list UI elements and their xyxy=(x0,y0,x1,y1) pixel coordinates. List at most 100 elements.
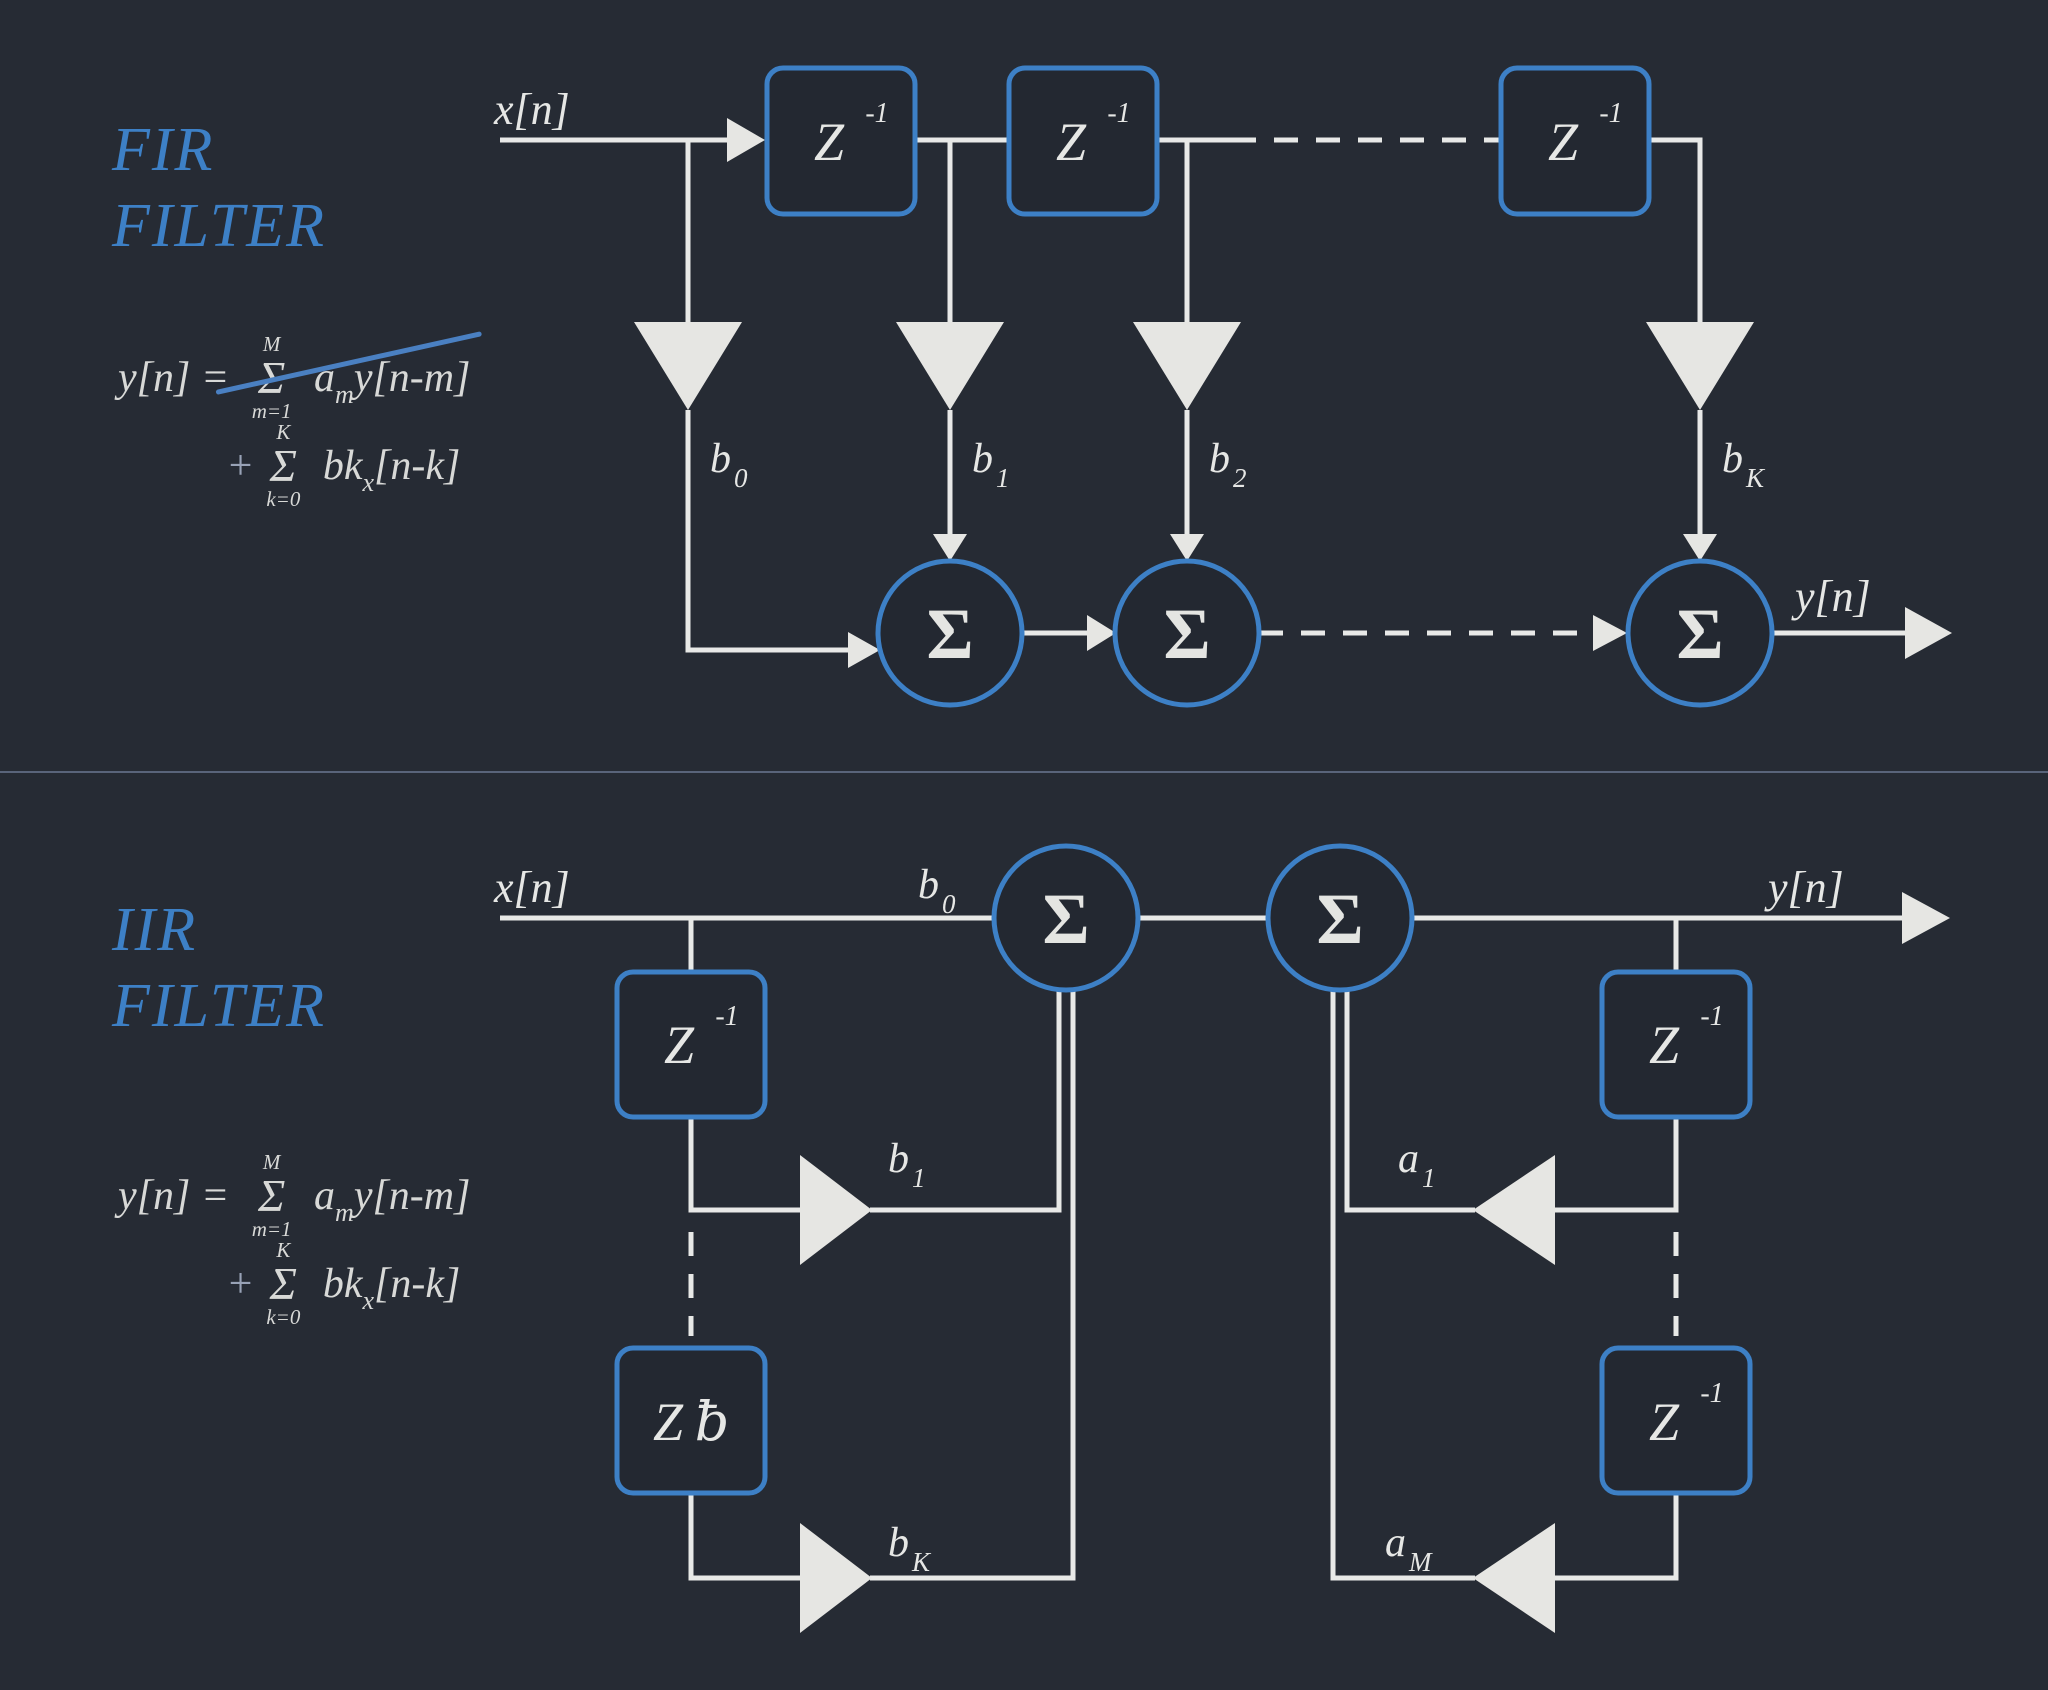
fir-delay-blocks: Z -1 Z -1 Z -1 xyxy=(764,65,1652,217)
summation-symbol: M Σ m=1 xyxy=(251,1150,292,1241)
svg-text:K: K xyxy=(1745,463,1766,493)
coeff-b0: b xyxy=(918,862,939,908)
zb-label: Z xyxy=(653,1392,684,1452)
formula-lhs: y[n] = xyxy=(118,1173,240,1219)
gain-b0-triangle xyxy=(634,322,742,410)
coeff-b1: b xyxy=(972,436,993,482)
formula-lhs: y[n] = xyxy=(118,355,240,401)
coeff-b0: b xyxy=(710,436,731,482)
formula-term: bkx[n-k] xyxy=(312,1261,461,1315)
formula-term: amy[n-m] xyxy=(303,1173,471,1227)
delay-block-left-2 xyxy=(614,1345,768,1496)
sigma-symbol: Σ xyxy=(1163,594,1210,674)
coeff-bK: b xyxy=(1722,436,1743,482)
delay-label: Z xyxy=(1649,1015,1680,1075)
iir-formula-line2: + K Σ k=0 bkx[n-k] xyxy=(226,1236,470,1332)
arrowhead-b2-into-sum2 xyxy=(1170,534,1204,561)
iir-formula-line1: y[n] = M Σ m=1 amy[n-m] xyxy=(118,1148,470,1244)
arrowhead-sum2-to-sum3 xyxy=(1593,615,1627,651)
fir-formula: y[n] = M Σ m=1 amy[n-m] + K Σ k=0 bkx[n-… xyxy=(118,330,483,514)
sum-node-1 xyxy=(991,843,1141,993)
arrowhead-sum1-to-sum2 xyxy=(1087,615,1116,651)
delay-label: Z xyxy=(664,1015,695,1075)
coeff-bK: b xyxy=(888,1520,909,1566)
sigma-symbol: Σ xyxy=(1316,879,1363,959)
iir-formula: y[n] = M Σ m=1 amy[n-m] + K Σ k=0 bkx[n-… xyxy=(118,1148,470,1332)
iir-gain-triangles xyxy=(800,1155,1555,1633)
iir-labels: x[n] y[n] b 0 b 1 b K a 1 a M xyxy=(493,862,1844,1577)
gain-b1-triangle xyxy=(800,1155,872,1265)
gain-b2-triangle xyxy=(1133,322,1241,410)
sigma-symbol: Σ xyxy=(1042,879,1089,959)
summation-symbol: K Σ k=0 xyxy=(266,420,301,511)
delay-exponent: -1 xyxy=(715,1001,738,1032)
svg-text:K: K xyxy=(911,1547,932,1577)
coeff-a1: a xyxy=(1398,1136,1419,1182)
sum-node-1 xyxy=(875,558,1025,708)
svg-text:2: 2 xyxy=(1233,463,1247,493)
iir-title-line1: IIR xyxy=(112,896,198,964)
arrowhead-b0-into-sum1 xyxy=(848,632,880,668)
fir-labels: x[n] y[n] b 0 b 1 b 2 b K xyxy=(493,85,1871,621)
plus-sign: + xyxy=(226,443,255,489)
svg-text:1: 1 xyxy=(996,463,1010,493)
delay-exponent: -1 xyxy=(1700,1001,1723,1032)
iir-input-label: x[n] xyxy=(493,863,570,912)
fir-output-label: y[n] xyxy=(1791,572,1871,621)
delay-block-1 xyxy=(764,65,918,217)
svg-text:0: 0 xyxy=(734,463,748,493)
arrowhead-b1-into-sum1 xyxy=(933,534,967,561)
fir-gain-triangles xyxy=(634,322,1754,410)
delay-block-3 xyxy=(1498,65,1652,217)
coeff-b1: b xyxy=(888,1136,909,1182)
arrowhead-into-delay1 xyxy=(727,118,765,162)
gain-bK-triangle xyxy=(800,1523,872,1633)
gain-bK-triangle xyxy=(1646,322,1754,410)
fir-wires xyxy=(500,137,1905,653)
sum-node-2 xyxy=(1112,558,1262,708)
delay-label: Z xyxy=(1548,112,1579,172)
coeff-aM: a xyxy=(1385,1520,1406,1566)
gain-aM-triangle xyxy=(1473,1523,1555,1633)
fir-title-line2: FILTER xyxy=(112,192,326,260)
gain-a1-triangle xyxy=(1473,1155,1555,1265)
svg-text:0: 0 xyxy=(942,889,956,919)
zb-struck-char: ƀ xyxy=(695,1390,730,1453)
delay-exponent: -1 xyxy=(1700,1378,1723,1409)
arrowhead-output xyxy=(1902,892,1950,944)
fir-sum-nodes: Σ Σ Σ xyxy=(875,558,1775,708)
delay-block-2 xyxy=(1006,65,1160,217)
iir-arrowheads xyxy=(1902,892,1950,944)
delay-label: Z xyxy=(1056,112,1087,172)
delay-exponent: -1 xyxy=(1599,98,1622,129)
delay-exponent: -1 xyxy=(1107,98,1130,129)
delay-exponent: -1 xyxy=(865,98,888,129)
delay-block-left-1 xyxy=(614,969,768,1120)
iir-wires xyxy=(500,915,1902,1581)
formula-term: bkx[n-k] xyxy=(312,443,461,497)
svg-text:1: 1 xyxy=(912,1163,926,1193)
fir-title-line1: FIR xyxy=(112,116,215,184)
plus-sign: + xyxy=(226,1261,255,1307)
iir-title-line2: FILTER xyxy=(112,972,326,1040)
fir-formula-line2: + K Σ k=0 bkx[n-k] xyxy=(226,418,470,514)
iir-output-label: y[n] xyxy=(1764,863,1844,912)
sum-node-2 xyxy=(1265,843,1415,993)
delay-block-right-2 xyxy=(1599,1345,1753,1496)
iir-title: IIR FILTER xyxy=(112,892,326,1044)
sigma-symbol: Σ xyxy=(1676,594,1723,674)
sum-node-3 xyxy=(1625,558,1775,708)
fir-formula-line1: y[n] = M Σ m=1 amy[n-m] xyxy=(118,330,470,426)
delay-label: Z xyxy=(1649,1392,1680,1452)
coeff-b2: b xyxy=(1209,436,1230,482)
arrowhead-bK-into-sum3 xyxy=(1683,534,1717,561)
gain-b1-triangle xyxy=(896,322,1004,410)
summation-symbol: K Σ k=0 xyxy=(266,1238,301,1329)
iir-delay-blocks: Z -1 Z ƀ Z -1 Z -1 xyxy=(614,969,1753,1496)
iir-sum-nodes: Σ Σ xyxy=(991,843,1415,993)
fir-input-label: x[n] xyxy=(493,85,570,134)
svg-text:1: 1 xyxy=(1422,1163,1436,1193)
delay-label: Z xyxy=(814,112,845,172)
sigma-symbol: Σ xyxy=(926,594,973,674)
